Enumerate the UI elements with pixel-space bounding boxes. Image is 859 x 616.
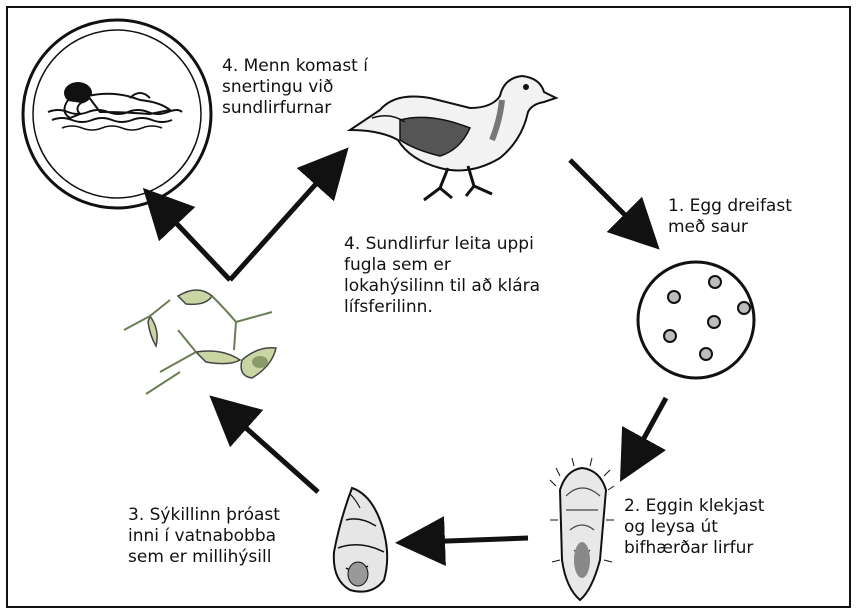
arrow-cercariae-to-swimmer xyxy=(160,206,230,280)
arrow-eggs-to-larva xyxy=(632,398,666,460)
ciliated-larva-icon xyxy=(550,458,614,600)
label-bird-host: 4. Sundlirfur leita uppi fugla sem er lo… xyxy=(344,234,540,318)
label-human-contact: 4. Menn komast í snertingu við sundlirfu… xyxy=(222,56,368,119)
label-eggs-spread: 1. Egg dreifast með saur xyxy=(668,196,792,238)
snail-icon xyxy=(334,488,387,592)
swimmer-in-circle-icon xyxy=(23,20,211,208)
label-snail-host: 3. Sýkillinn þróast inni í vatnabobba se… xyxy=(128,505,280,568)
arrow-duck-to-eggs xyxy=(570,160,642,232)
cercariae-icon xyxy=(124,290,276,394)
arrow-larva-to-snail xyxy=(420,538,528,542)
label-eggs-hatch: 2. Eggin klekjast og leysa út bifhærðar … xyxy=(624,496,764,559)
eggs-in-circle-icon xyxy=(638,262,754,378)
duck-icon xyxy=(350,76,556,200)
arrow-snail-to-cercariae xyxy=(228,412,318,492)
arrow-cercariae-to-duck xyxy=(230,166,332,280)
